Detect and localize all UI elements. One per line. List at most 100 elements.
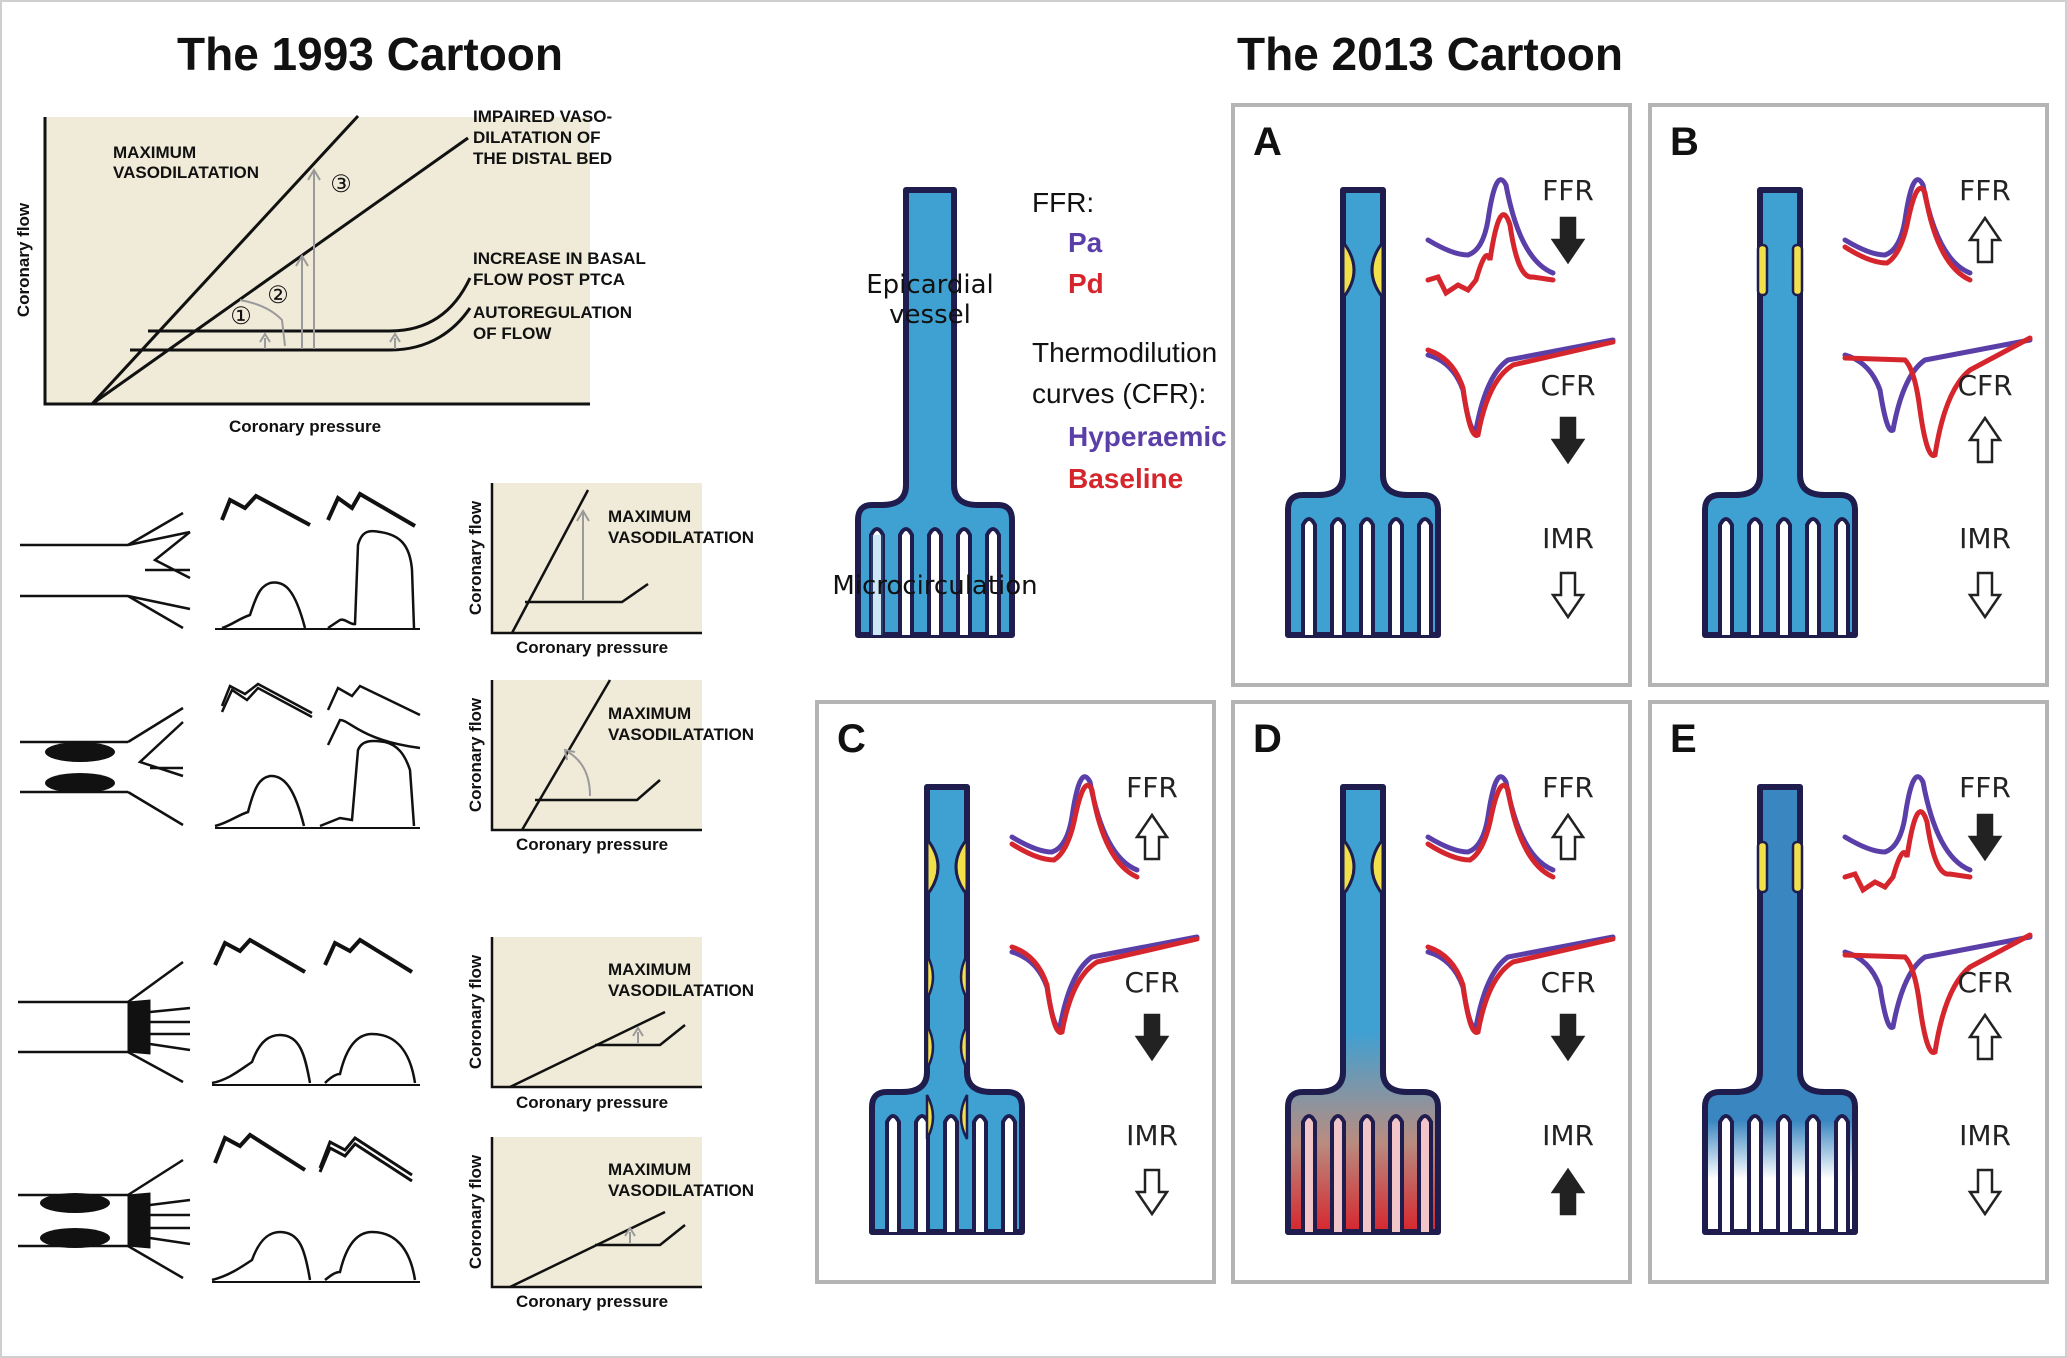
diffuse-disease-right (959, 1024, 969, 1070)
panel-microcirculation (885, 1114, 1017, 1232)
main-chart-ylabel: Coronary flow (14, 202, 33, 317)
small3-label-2: VASODILATATION (608, 981, 754, 1000)
max-vasodilatation-line (90, 114, 360, 406)
cfr-label: CFR (1957, 369, 2012, 402)
cfr-arrow-icon (1967, 1012, 2003, 1061)
panel-microcirculation (1301, 517, 1433, 635)
title-2013: The 2013 Cartoon (1237, 28, 1623, 80)
legend-pa: Pa (1068, 227, 1103, 258)
small2-ylabel: Coronary flow (466, 697, 485, 812)
diffuse-disease-right (959, 954, 969, 1000)
legend-microcirculation-branches (869, 527, 1001, 635)
pd-trace (1842, 809, 1973, 894)
impaired-vasodilatation-line (91, 136, 469, 406)
ffr-label: FFR (1542, 771, 1594, 804)
main-chart-step-markers: ① ② ③ (230, 171, 352, 330)
label-auto-2: OF FLOW (473, 324, 552, 343)
small2-xlabel: Coronary pressure (516, 835, 668, 854)
pd-trace (1425, 212, 1556, 297)
legend-baseline: Baseline (1068, 463, 1183, 494)
marker-2: ② (267, 282, 289, 309)
pa-trace (1842, 774, 1973, 873)
row2-plaque-top (45, 742, 115, 762)
row4-stenosis-and-microvascular (18, 1132, 420, 1283)
main-chart-xlabel: Coronary pressure (229, 417, 381, 436)
row3-flow-waves (211, 1032, 417, 1085)
label-max-2: VASODILATATION (113, 163, 259, 182)
imr-arrow-icon (1967, 1168, 2003, 1217)
panel-letter: E (1670, 717, 1697, 761)
small3-label-1: MAXIMUM (608, 960, 691, 979)
label-auto-1: AUTOREGULATION (473, 303, 632, 322)
label-increase-1: INCREASE IN BASAL (473, 249, 646, 268)
small1-label-1: MAXIMUM (608, 507, 691, 526)
pd-trace (1425, 782, 1556, 880)
imr-label: IMR (1959, 522, 2011, 555)
diffuse-disease-left (925, 1094, 935, 1140)
main-chart-arrows (239, 168, 401, 349)
cfr-arrow-icon (1967, 415, 2003, 464)
cfr-arrow-icon (1550, 416, 1586, 465)
small-chart-2: MAXIMUM VASODILATATION Coronary pressure… (466, 679, 754, 854)
ffr-label: FFR (1959, 771, 2011, 804)
panel-microcirculation (1718, 517, 1850, 635)
mild-narrowing-left (1756, 840, 1769, 894)
row3-vessel-schematic (18, 960, 191, 1084)
legend-vessel: Epicardial vessel Microcirculation (832, 187, 1038, 638)
pd-trace (1842, 185, 1973, 283)
row4-plaque-bottom (40, 1228, 110, 1248)
hyperaemic-curve (1842, 934, 2033, 1030)
pa-trace (1425, 177, 1556, 276)
imr-arrow-icon (1550, 571, 1586, 620)
diffuse-disease-left (925, 954, 935, 1000)
row1-pressure-waves (220, 491, 417, 528)
row2-pressure-waves (220, 682, 421, 750)
imr-arrow-icon (1550, 1167, 1586, 1216)
stenosis-left (1341, 834, 1356, 900)
row2-plaque-bottom (45, 773, 115, 793)
small2-label-2: VASODILATATION (608, 725, 754, 744)
small3-ylabel: Coronary flow (466, 954, 485, 1069)
cfr-label: CFR (1540, 369, 1595, 402)
label-impaired-2: DILATATION OF (473, 128, 600, 147)
imr-label: IMR (1126, 1119, 1178, 1152)
legend-thermo-2: curves (CFR): (1032, 378, 1206, 409)
mild-narrowing-right (1791, 243, 1804, 297)
baseline-curve (1842, 335, 2033, 458)
row4-plaque-top (40, 1193, 110, 1213)
row1-vessel-schematic (20, 511, 191, 630)
cfr-label: CFR (1124, 966, 1179, 999)
legend-text: FFR: Pa Pd Thermodilution curves (CFR): … (1032, 187, 1227, 494)
autoregulation-curve (130, 307, 472, 352)
imr-arrow-icon (1134, 1168, 1170, 1217)
small1-xlabel: Coronary pressure (516, 638, 668, 657)
baseline-curve (1425, 936, 1616, 1035)
diffuse-disease-left (925, 1024, 935, 1070)
small-chart-4: MAXIMUM VASODILATATION Coronary pressure… (466, 1137, 754, 1311)
panel-letter: A (1253, 120, 1282, 164)
small-chart-3: MAXIMUM VASODILATATION Coronary pressure… (466, 937, 754, 1112)
small2-label-1: MAXIMUM (608, 704, 691, 723)
cfr-label: CFR (1540, 966, 1595, 999)
row1-flow-waves (221, 529, 416, 630)
legend-pd: Pd (1068, 268, 1104, 299)
row1-normal-vessel (20, 491, 420, 630)
marker-1: ① (230, 303, 252, 330)
imr-arrow-icon (1967, 571, 2003, 620)
ffr-label: FFR (1542, 174, 1594, 207)
ffr-arrow-icon (1967, 215, 2003, 264)
hyperaemic-curve (1842, 337, 2033, 433)
row3-pressure-waves (213, 937, 414, 974)
row3-microvascular-disease (18, 937, 420, 1086)
cfr-label: CFR (1957, 966, 2012, 999)
stenosis-right (954, 834, 969, 900)
pd-trace (1009, 782, 1140, 880)
row2-stenosed-vessel (20, 682, 421, 829)
ffr-arrow-icon (1967, 813, 2003, 862)
small1-label-2: VASODILATATION (608, 528, 754, 547)
